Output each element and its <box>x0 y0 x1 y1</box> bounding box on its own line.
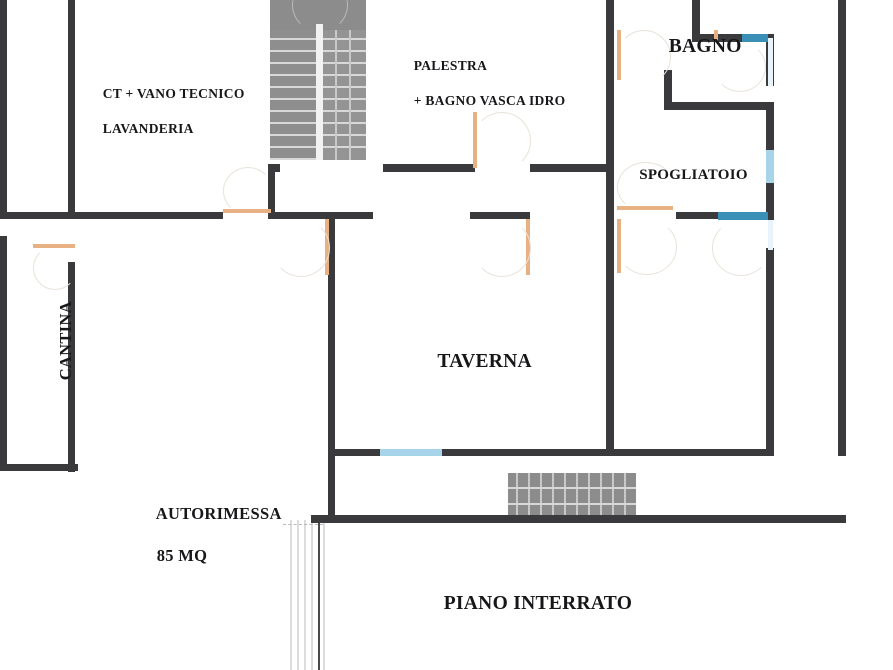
label-line-1: PIANO INTERRATO <box>443 592 633 614</box>
wall-right-interior-mid <box>766 102 774 150</box>
wall-exterior-right <box>838 0 846 456</box>
wall-bagno-left <box>692 0 700 42</box>
door-arc-bagno <box>617 30 671 84</box>
door-arc-bagno-inner <box>714 42 766 92</box>
room-label-taverna: TAVERNA <box>417 325 532 400</box>
wall-interrato-bottom <box>311 515 846 523</box>
wall-cantina-right-upper <box>68 0 75 218</box>
door-arc-cantina <box>33 246 77 290</box>
wall-taverna-bottom-right <box>442 449 614 456</box>
stair-flight-left <box>270 30 316 160</box>
window-bagno-east <box>742 34 768 42</box>
ramp-top-dashed-line <box>283 524 323 526</box>
label-line-1: CT + VANO TECNICO <box>102 86 245 102</box>
wall-bagno-corridor-horiz <box>664 102 772 110</box>
door-leaf-bagno-inner <box>714 30 718 42</box>
wall-corridor-top-right-a <box>383 164 475 172</box>
wall-right-interior-bottom <box>766 248 774 456</box>
wall-bagno-bottom <box>692 34 747 42</box>
label-line-1: AUTORIMESSA <box>155 504 282 524</box>
window-taverna-north-east <box>718 212 768 220</box>
wall-exterior-left-lower <box>0 236 7 470</box>
secondary-stair-block <box>508 473 636 517</box>
window-spogliatoio-east <box>766 150 774 183</box>
room-label-autorimessa: AUTORIMESSA 85 MQ <box>139 482 282 588</box>
door-arc-palestra <box>473 112 531 170</box>
wall-bagno-corridor-vert <box>664 70 672 110</box>
door-arc-spogliatoio-taverna <box>617 219 677 275</box>
window-taverna-east-frame <box>768 220 773 250</box>
door-arc-corridor-taverna <box>272 219 330 277</box>
wall-taverna-top-b <box>470 212 530 219</box>
room-label-ct-vano-tecnico: CT + VANO TECNICO LAVANDERIA <box>88 68 245 154</box>
label-line-1: PALESTRA <box>413 58 488 74</box>
wall-cantina-bottom <box>0 464 78 471</box>
main-staircase <box>270 0 366 160</box>
window-bagno-east-frame <box>768 38 773 86</box>
label-line-2: LAVANDERIA <box>102 120 194 136</box>
wall-vert-spogliatoio-left-mid <box>606 164 614 219</box>
label-line-1: CANTINA <box>56 301 76 381</box>
window-taverna-south <box>380 449 442 456</box>
room-label-bagno: BAGNO <box>648 10 742 85</box>
label-line-2: 85 MQ <box>156 546 208 566</box>
garage-ramp <box>286 520 326 670</box>
door-arc-ct-corridor <box>223 167 273 215</box>
wall-spogliatoio-bottom-ext <box>606 449 774 456</box>
wall-taverna-top-a <box>328 212 373 219</box>
room-label-cantina: CANTINA <box>34 301 97 398</box>
plan-title-piano-interrato: PIANO INTERRATO <box>423 567 632 642</box>
wall-upper-horizontal-left <box>68 212 223 219</box>
wall-taverna-left <box>328 212 335 520</box>
wall-taverna-bottom-left <box>328 449 380 456</box>
label-line-1: TAVERNA <box>437 350 532 372</box>
door-arc-spogliatoio <box>617 162 675 212</box>
wall-exterior-left-upper <box>0 0 7 218</box>
wall-corridor-top-right-b <box>530 164 612 172</box>
room-label-palestra: PALESTRA + BAGNO VASCA IDRO <box>399 40 565 126</box>
stair-flight-right <box>323 30 366 160</box>
label-line-1: SPOGLIATOIO <box>639 167 748 184</box>
door-arc-taverna-mid <box>473 219 531 277</box>
label-line-1: BAGNO <box>668 35 742 57</box>
wall-vert-spogliatoio-left-upper <box>606 0 614 170</box>
wall-cantina-right-lower <box>68 262 75 472</box>
stair-spine <box>316 24 323 160</box>
room-label-spogliatoio: SPOGLIATOIO <box>623 147 748 205</box>
wall-cantina-top <box>0 212 82 219</box>
wall-vert-spogliatoio-left-lower <box>606 212 614 452</box>
wall-upper-horizontal-mid <box>268 212 328 219</box>
door-arc-taverna-east <box>712 220 770 276</box>
wall-right-interior-lower <box>766 182 774 220</box>
label-line-2: + BAGNO VASCA IDRO <box>413 92 566 108</box>
